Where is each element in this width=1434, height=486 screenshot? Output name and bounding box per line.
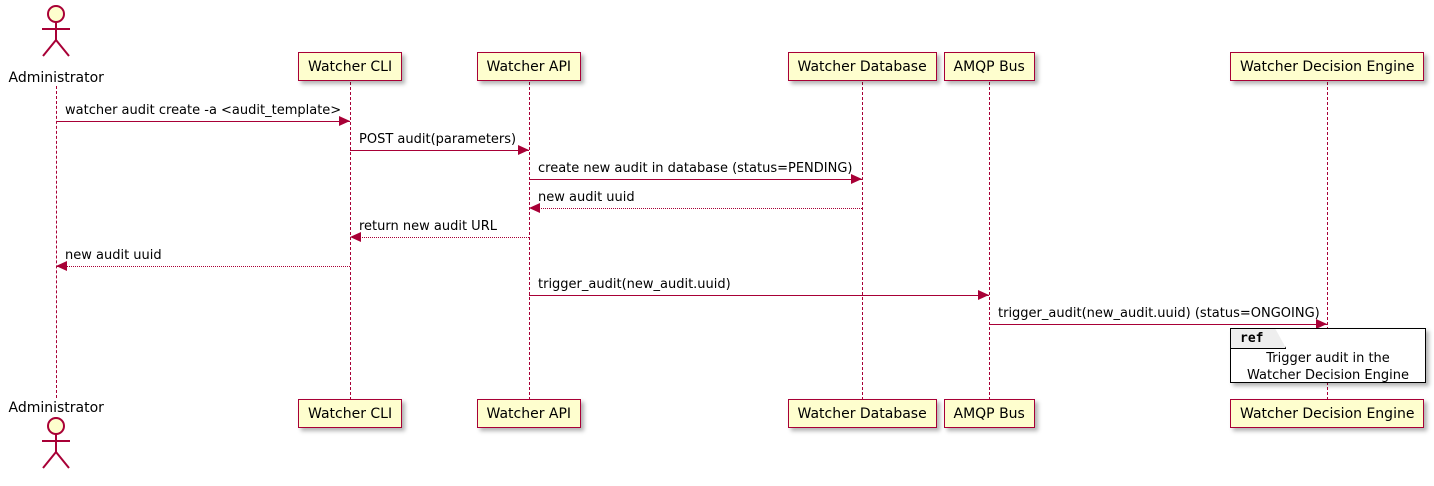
lifeline-administrator — [56, 86, 57, 398]
message-line-m8 — [989, 324, 1327, 325]
ref-fragment-line: Trigger audit in the — [1266, 351, 1390, 366]
message-line-m3 — [529, 179, 862, 180]
arrow-head-m2 — [518, 145, 529, 155]
message-line-m7 — [529, 295, 989, 296]
message-line-m5 — [350, 237, 529, 238]
participant-box-watcher-database[interactable]: Watcher Database — [787, 52, 937, 81]
lifeline-watcher-api — [529, 82, 530, 400]
message-line-m6 — [56, 266, 350, 267]
participant-box-watcher-decision-engine[interactable]: Watcher Decision Engine — [1230, 399, 1425, 428]
arrow-head-m8 — [1316, 319, 1327, 329]
message-label-m7: trigger_audit(new_audit.uuid) — [538, 277, 731, 292]
lifeline-watcher-database — [862, 82, 863, 400]
arrow-head-m3 — [851, 174, 862, 184]
actor-label-administrator: Administrator — [8, 70, 104, 86]
actor-administrator — [34, 416, 78, 470]
participant-box-watcher-api[interactable]: Watcher API — [476, 399, 582, 428]
ref-fragment-tab: ref — [1231, 329, 1286, 349]
arrow-head-m6 — [56, 261, 67, 271]
ref-fragment-line: Watcher Decision Engine — [1247, 368, 1409, 383]
participant-box-watcher-database[interactable]: Watcher Database — [787, 399, 937, 428]
participant-box-watcher-api[interactable]: Watcher API — [476, 52, 582, 81]
message-label-m5: return new audit URL — [359, 219, 497, 234]
arrow-head-m7 — [978, 290, 989, 300]
message-label-m1: watcher audit create -a <audit_template> — [65, 103, 342, 118]
arrow-head-m5 — [350, 232, 361, 242]
arrow-head-m4 — [529, 203, 540, 213]
message-label-m2: POST audit(parameters) — [359, 132, 517, 147]
message-label-m6: new audit uuid — [65, 248, 162, 263]
message-line-m2 — [350, 150, 529, 151]
lifeline-amqp-bus — [989, 82, 990, 400]
actor-administrator — [34, 4, 78, 58]
message-line-m4 — [529, 208, 862, 209]
participant-box-watcher-cli[interactable]: Watcher CLI — [298, 52, 403, 81]
participant-box-watcher-decision-engine[interactable]: Watcher Decision Engine — [1230, 52, 1425, 81]
message-label-m4: new audit uuid — [538, 190, 635, 205]
lifeline-watcher-decision-engine — [1327, 82, 1328, 400]
actor-label-administrator: Administrator — [8, 400, 104, 416]
message-line-m1 — [56, 121, 350, 122]
message-label-m8: trigger_audit(new_audit.uuid) (status=ON… — [998, 306, 1320, 321]
participant-box-amqp-bus[interactable]: AMQP Bus — [943, 399, 1035, 428]
participant-box-watcher-cli[interactable]: Watcher CLI — [298, 399, 403, 428]
message-label-m3: create new audit in database (status=PEN… — [538, 161, 853, 176]
arrow-head-m1 — [339, 116, 350, 126]
participant-box-amqp-bus[interactable]: AMQP Bus — [943, 52, 1035, 81]
